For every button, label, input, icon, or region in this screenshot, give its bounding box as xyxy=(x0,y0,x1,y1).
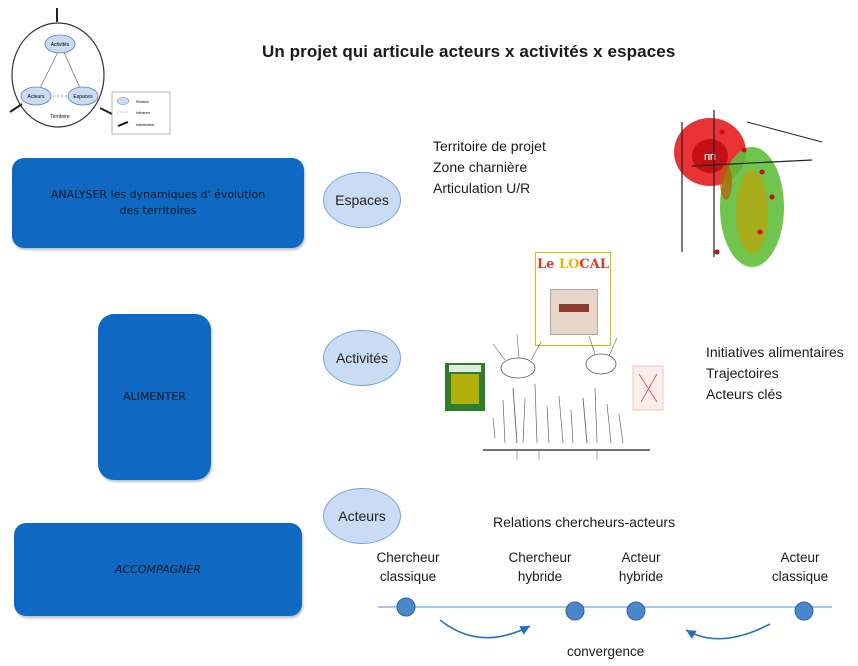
mini-node-acteurs xyxy=(20,86,52,106)
svg-text:Activités: Activités xyxy=(51,42,70,48)
espaces-item: Territoire de projet xyxy=(433,138,546,154)
relations-title: Relations chercheurs-acteurs xyxy=(493,514,676,530)
analyser-lead: ANALYSER xyxy=(50,188,108,201)
convergence-label: convergence xyxy=(567,644,645,659)
activites-ellipse: Activités xyxy=(323,330,401,386)
acteurs-ellipse: Acteurs xyxy=(323,488,401,544)
espaces-ellipse: Espaces xyxy=(323,172,401,228)
convergence-line xyxy=(378,597,832,640)
alimenter-box: ALIMENTER xyxy=(98,314,211,480)
espaces-label: Espaces xyxy=(335,192,389,208)
svg-text:Relation: Relation xyxy=(136,100,149,104)
territory-map-image: ΠΠ xyxy=(674,110,823,267)
accompagner-label: ACCOMPAGNER xyxy=(115,562,201,576)
analyser-text: les dynamiques d' évolution xyxy=(107,188,266,201)
activites-label: Activités xyxy=(335,350,389,366)
page-title: Un projet qui articule acteurs x activit… xyxy=(262,42,676,61)
point-chercheur-hybride xyxy=(565,601,585,621)
mini-diagram: Activités Acteurs Espaces Territoire Rel… xyxy=(9,8,171,135)
svg-text:Interrelation: Interrelation xyxy=(136,123,155,127)
trajectories-diagram xyxy=(445,333,664,460)
analyser-box: ANALYSER les dynamiques d' évolution des… xyxy=(12,158,304,248)
activites-item: Acteurs clés xyxy=(706,386,783,402)
activites-list: Initiatives alimentaires Trajectoires Ac… xyxy=(706,342,844,405)
point-chercheur-classique xyxy=(396,597,416,617)
svg-text:Influence: Influence xyxy=(136,111,150,115)
svg-text:Espaces: Espaces xyxy=(73,94,93,100)
svg-text:Territoire: Territoire xyxy=(50,114,70,120)
le-local-logo: Le LOCAL xyxy=(535,252,611,346)
logo-picture xyxy=(550,289,598,335)
svg-text:Acteurs: Acteurs xyxy=(28,94,45,100)
point-acteur-classique xyxy=(794,601,814,621)
espaces-item: Articulation U/R xyxy=(433,180,531,196)
alimenter-label: ALIMENTER xyxy=(123,390,186,403)
point-acteur-hybride xyxy=(626,601,646,621)
mini-node-espaces xyxy=(67,86,99,106)
svg-text:ΠΠ: ΠΠ xyxy=(704,153,716,162)
activites-item: Trajectoires xyxy=(706,365,779,381)
accompagner-box: ACCOMPAGNER xyxy=(14,523,302,616)
logo-text: Le LOCAL xyxy=(537,257,609,272)
acteurs-label: Acteurs xyxy=(338,508,386,524)
espaces-list: Territoire de projet Zone charnière Arti… xyxy=(433,136,546,199)
analyser-text-line2: des territoires xyxy=(119,204,197,217)
activites-item: Initiatives alimentaires xyxy=(706,344,844,360)
mini-node-activites xyxy=(44,34,76,54)
espaces-item: Zone charnière xyxy=(433,159,528,175)
